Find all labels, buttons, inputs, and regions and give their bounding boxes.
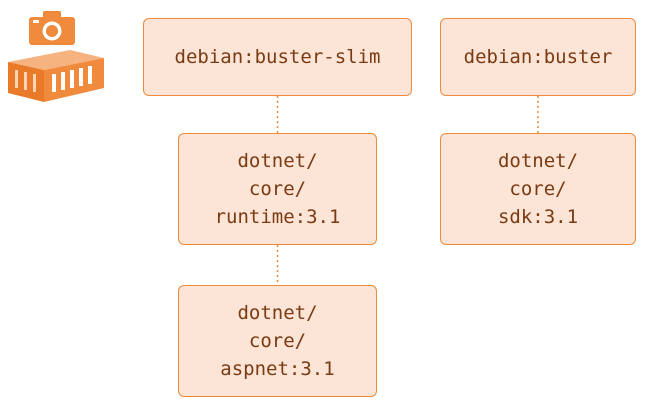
node-label-line: debian:buster-slim: [174, 46, 381, 68]
node-dotnet-core-sdk: dotnet/ core/ sdk:3.1: [440, 133, 636, 245]
node-label-line: runtime:3.1: [214, 206, 341, 228]
container-camera-logo-icon: [8, 11, 104, 102]
node-label-line: debian:buster: [463, 46, 613, 68]
shipping-container-icon: [8, 50, 104, 102]
node-dotnet-core-runtime: dotnet/ core/ runtime:3.1: [178, 133, 377, 245]
node-label-line: dotnet/: [237, 150, 318, 172]
node-label-line: core/: [509, 178, 567, 200]
node-label-line: aspnet:3.1: [220, 358, 335, 380]
node-debian-buster: debian:buster: [440, 18, 636, 96]
node-label-line: core/: [248, 178, 307, 200]
node-debian-buster-slim: debian:buster-slim: [143, 18, 412, 96]
node-label-line: core/: [248, 330, 307, 352]
node-label-line: dotnet/: [497, 150, 579, 172]
camera-icon: [29, 11, 75, 45]
node-dotnet-core-aspnet: dotnet/ core/ aspnet:3.1: [178, 285, 377, 397]
node-label-line: dotnet/: [237, 302, 318, 324]
node-label-line: sdk:3.1: [497, 206, 579, 228]
